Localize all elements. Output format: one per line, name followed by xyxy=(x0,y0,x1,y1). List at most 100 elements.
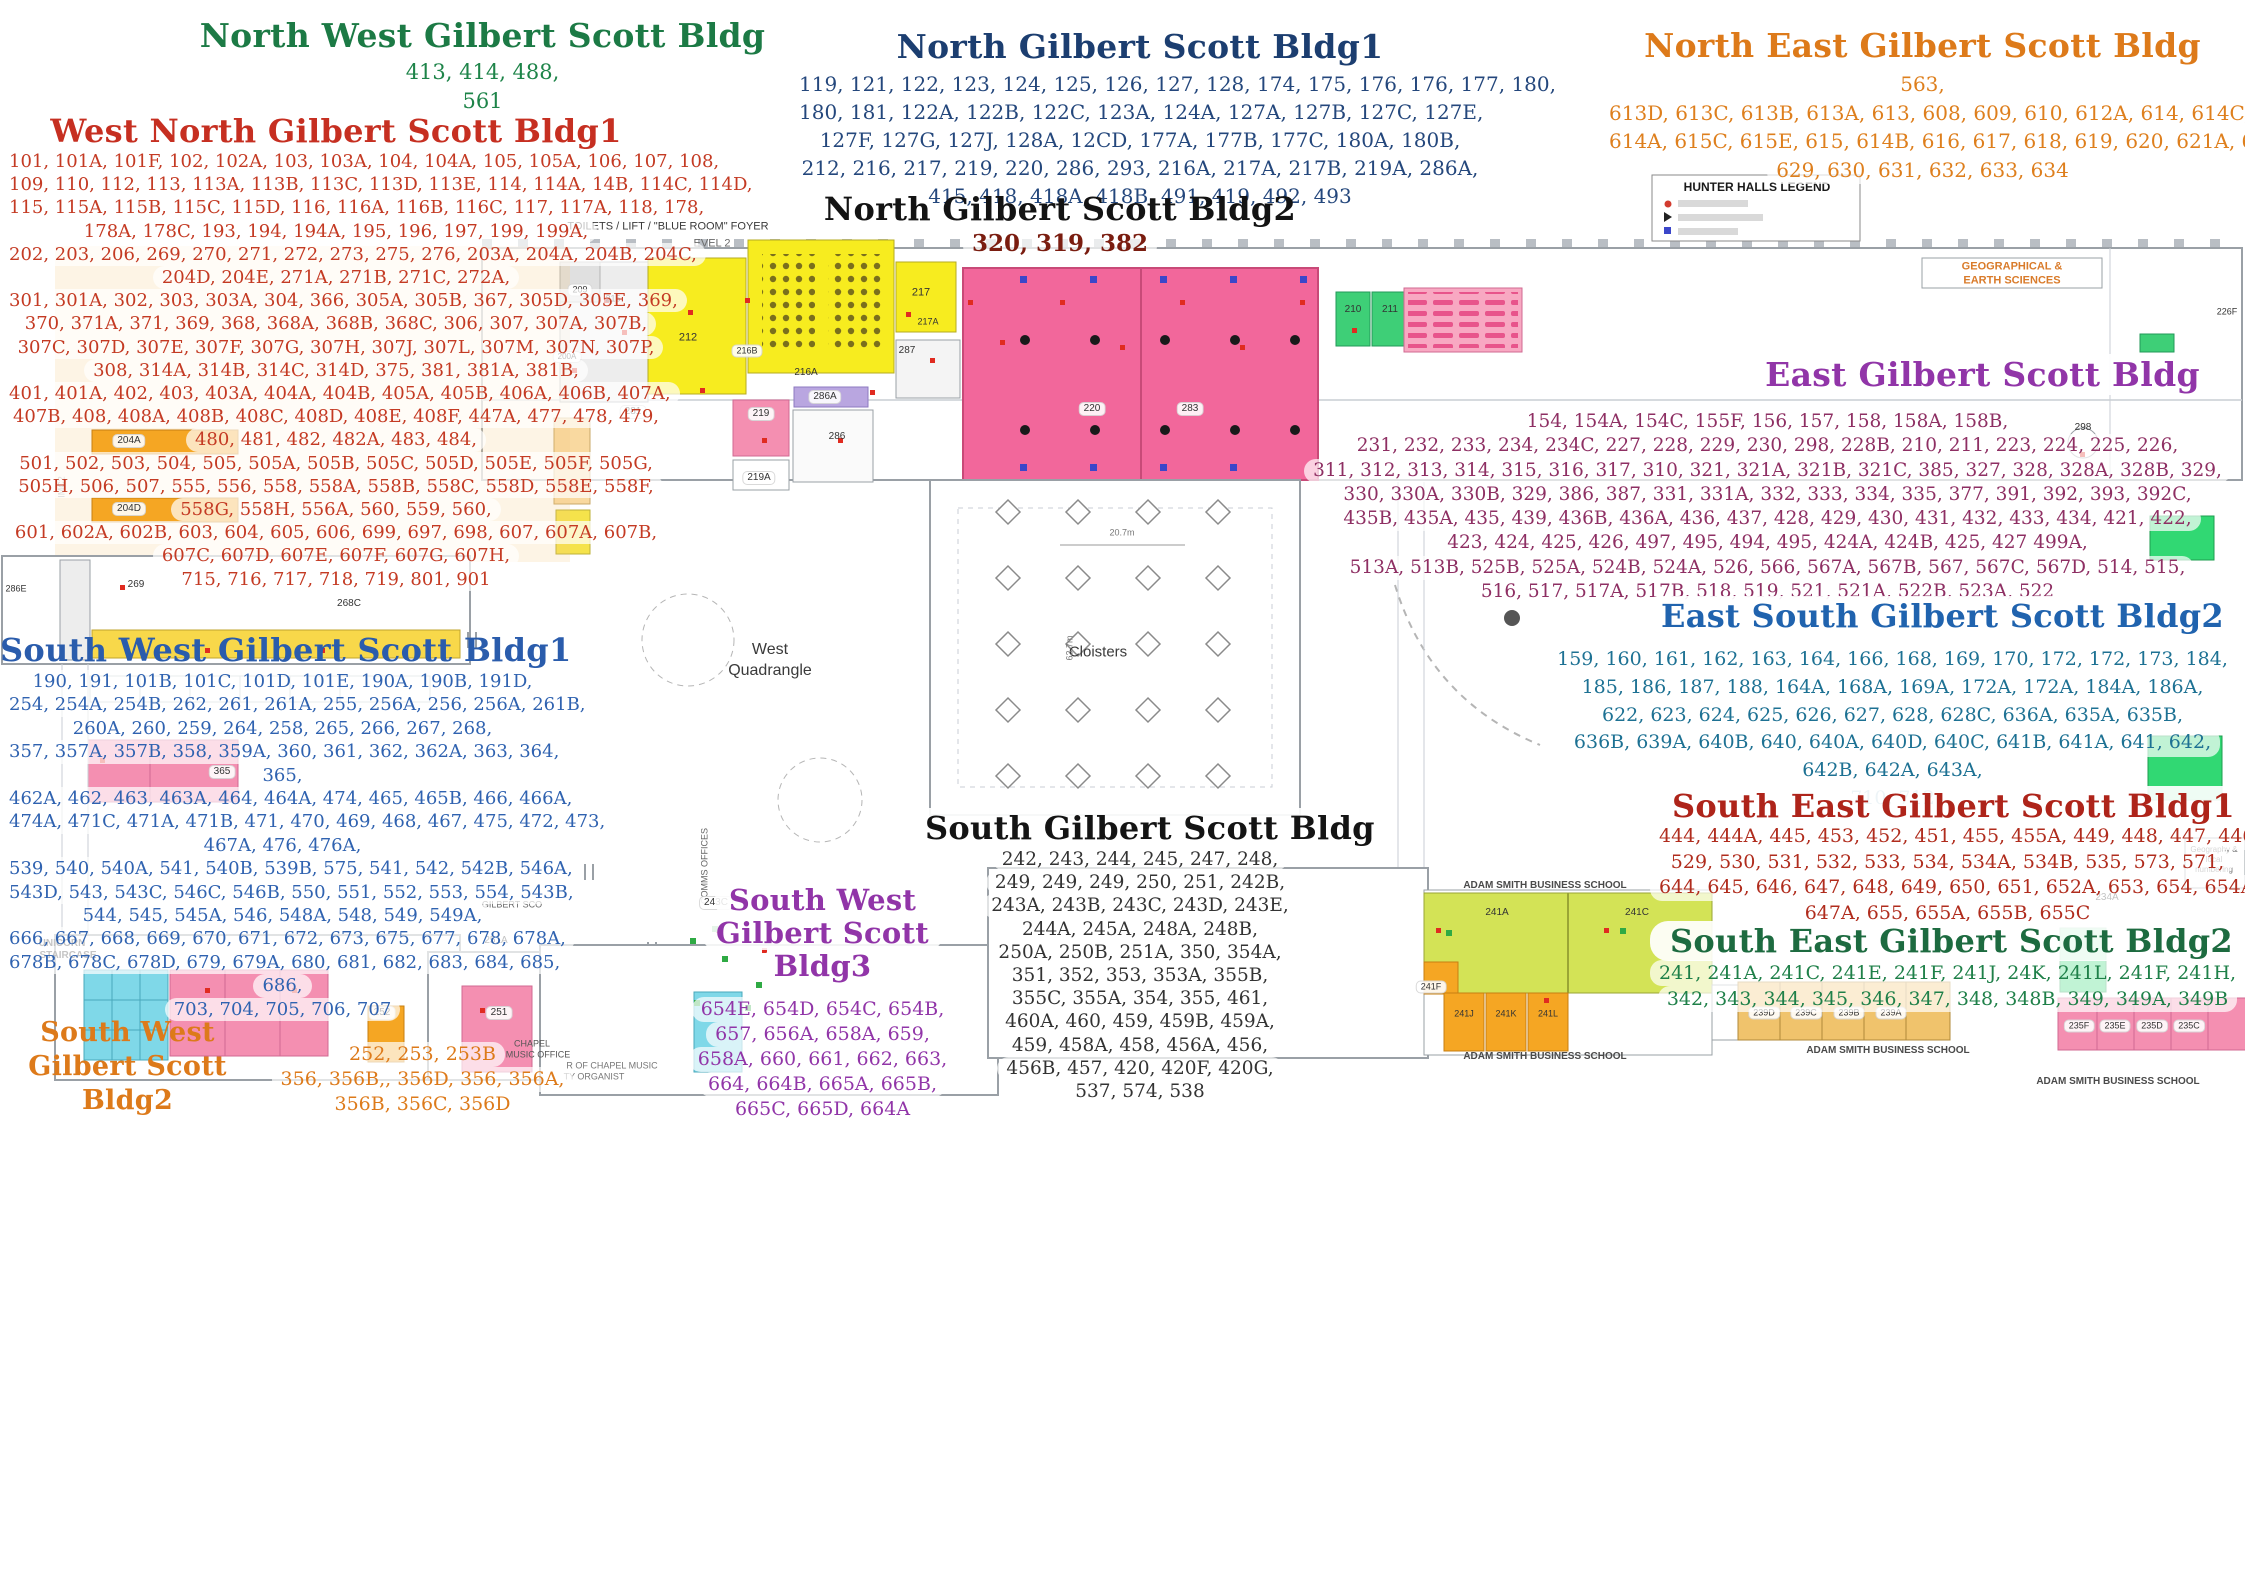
text-line: 467A, 476, 476A, xyxy=(194,833,371,858)
text-line: 715, 716, 717, 718, 719, 801, 901 xyxy=(172,567,500,591)
west-quadrangle-label: Quadrangle xyxy=(728,662,812,679)
text-line: 657, 656A, 658A, 659, xyxy=(706,1022,939,1047)
rooms-north-west-gilbert-scott-bldg: 413, 414, 488,561 xyxy=(130,58,835,116)
text-line: 664, 664B, 665A, 665B, xyxy=(699,1072,946,1097)
text-line: 629, 630, 631, 632, 633, 634 xyxy=(1767,155,2078,184)
text-line: Gilbert Scott xyxy=(28,1051,227,1082)
quadrangles xyxy=(467,482,1541,958)
room-label: 211 xyxy=(1382,304,1398,315)
text-line: 241, 241A, 241C, 241E, 241F, 241J, 24K, … xyxy=(1650,960,2245,986)
text-line: 601, 602A, 602B, 603, 604, 605, 606, 699… xyxy=(5,521,667,545)
cloisters xyxy=(929,479,1301,816)
text-line: 250A, 250B, 251A, 350, 354A, xyxy=(989,940,1291,965)
rooms-south-west-gilbert-scott-bldg3: 654E, 654D, 654C, 654B,657, 656A, 658A, … xyxy=(660,997,985,1122)
chapel-label: MUSIC OFFICE xyxy=(505,1049,571,1060)
text-line: 474A, 471C, 471A, 471B, 471, 470, 469, 4… xyxy=(0,810,615,834)
room-label: 286A xyxy=(808,390,842,404)
text-line: 242, 243, 244, 245, 247, 248, xyxy=(992,848,1288,872)
room-label: 220 xyxy=(1078,402,1106,416)
room-label: 235D xyxy=(2136,1019,2168,1033)
heading-south-gilbert-scott-bldg: South Gilbert Scott Bldg xyxy=(905,808,1395,848)
text-line: 127F, 127G, 127J, 128A, 12CD, 177A, 177B… xyxy=(810,126,1470,154)
room-label: 241F xyxy=(1415,980,1447,994)
heading-north-east-gilbert-scott-bldg: North East Gilbert Scott Bldg xyxy=(1600,26,2245,65)
text-line: 307C, 307D, 307E, 307F, 307G, 307H, 307J… xyxy=(8,335,664,359)
text-line: 320, 319, 382 xyxy=(962,230,1158,258)
text-line: Bldg2 xyxy=(81,1085,174,1116)
adam-smith-label: ADAM SMITH BUSINESS SCHOOL xyxy=(1806,1045,1970,1056)
chapel-label: CHAPEL xyxy=(513,1038,551,1049)
room-label: 286E xyxy=(5,583,27,594)
text-line: 658A, 660, 661, 662, 663, xyxy=(688,1047,957,1072)
text-line: 356, 356B,, 356D, 356, 356A, xyxy=(271,1067,574,1092)
heading-south-east-gilbert-scott-bldg2: South East Gilbert Scott Bldg2 xyxy=(1650,921,2245,961)
text-line: 666, 667, 668, 669, 670, 671, 672, 673, … xyxy=(0,927,575,951)
adam-smith-label: ADAM SMITH BUSINESS SCHOOL xyxy=(2036,1076,2200,1087)
room-label: 241K xyxy=(1495,1008,1517,1019)
text-line: 243A, 243B, 243C, 243D, 243E, xyxy=(982,894,1298,918)
text-line: 357, 357A, 357B, 358, 359A, 360, 361, 36… xyxy=(0,740,569,764)
room-label: 269 xyxy=(127,579,145,590)
room-label: 216A xyxy=(794,367,818,378)
text-line: 607C, 607D, 607E, 607F, 607G, 607H, xyxy=(152,544,520,568)
text-line: 212, 216, 217, 219, 220, 286, 293, 216A,… xyxy=(792,154,1488,182)
rooms-west-north-gilbert-scott-bldg1: 101, 101A, 101F, 102, 102A, 103, 103A, 1… xyxy=(0,150,762,591)
text-line: 119, 121, 122, 123, 124, 125, 126, 127, … xyxy=(790,70,1565,98)
heading-east-gilbert-scott-bldg: East Gilbert Scott Bldg xyxy=(1720,354,2245,395)
heading-south-west-gilbert-scott-bldg1: South West Gilbert Scott Bldg1 xyxy=(0,631,571,669)
room-label: 217 xyxy=(911,286,931,299)
text-line: 444, 444A, 445, 453, 452, 451, 455, 455A… xyxy=(1650,824,2245,850)
room-label: 210 xyxy=(1344,304,1362,315)
text-line: 178A, 178C, 193, 194, 194A, 195, 196, 19… xyxy=(74,219,598,243)
text-line: 636B, 639A, 640B, 640, 640A, 640D, 640C,… xyxy=(1564,729,2221,758)
text-line: 204D, 204E, 271A, 271B, 271C, 272A, xyxy=(152,266,520,290)
heading-text: South West Gilbert Scott Bldg1 xyxy=(0,631,572,669)
heading-text: North West Gilbert Scott Bldg xyxy=(199,16,766,55)
room-label: 235F xyxy=(2063,1019,2095,1033)
text-line: 529, 530, 531, 532, 533, 534, 534A, 534B… xyxy=(1661,849,2234,875)
west-quadrangle-label: West xyxy=(751,641,789,658)
heading-north-west-gilbert-scott-bldg: North West Gilbert Scott Bldg xyxy=(130,16,835,55)
heading-north-gilbert-scott-bldg1: North Gilbert Scott Bldg1 xyxy=(790,27,1490,66)
room-label: 268C xyxy=(337,598,361,609)
text-line: 703, 704, 705, 706, 707 xyxy=(164,997,401,1022)
text-line: 614A, 615C, 615E, 615, 614B, 616, 617, 6… xyxy=(1600,127,2245,156)
text-line: 202, 203, 206, 269, 270, 271, 272, 273, … xyxy=(0,242,706,267)
heading-north-gilbert-scott-bldg2: North Gilbert Scott Bldg2 xyxy=(760,190,1360,228)
text-line: 543D, 543, 543C, 546C, 546B, 550, 551, 5… xyxy=(0,880,583,905)
text-line: 686, xyxy=(253,974,312,998)
room-label: 298 xyxy=(2074,422,2092,433)
room-label: 204A xyxy=(112,434,146,448)
adam-smith-label: ADAM SMITH BUSINESS SCHOOL xyxy=(1463,880,1627,891)
heading-text: South East Gilbert Scott Bldg2 xyxy=(1650,921,2245,961)
foyer-label: TOILETS / LIFT / "BLUE ROOM" FOYER xyxy=(567,220,769,233)
room-label: 283 xyxy=(1176,402,1204,416)
text-line: 678B, 678C, 678D, 679, 679A, 680, 681, 6… xyxy=(0,950,570,975)
rooms-north-east-gilbert-scott-bldg: 563,613D, 613C, 613B, 613A, 613, 608, 60… xyxy=(1600,70,2245,184)
text-line: 355C, 355A, 354, 355, 461, xyxy=(1002,987,1278,1011)
text-line: 252, 253, 253B xyxy=(340,1042,505,1067)
text-line: 101, 101A, 101F, 102, 102A, 103, 103A, 1… xyxy=(0,150,729,174)
text-line: 301, 301A, 302, 303, 303A, 304, 366, 305… xyxy=(0,289,687,313)
rooms-south-west-gilbert-scott-bldg1: 190, 191, 101B, 101C, 101D, 101E, 190A, … xyxy=(0,670,615,1022)
room-label: 212 xyxy=(678,331,698,344)
rooms-south-east-gilbert-scott-bldg2: 241, 241A, 241C, 241E, 241F, 241J, 24K, … xyxy=(1650,960,2245,1012)
text-line: 254, 254A, 254B, 262, 261, 261A, 255, 25… xyxy=(0,693,595,717)
text-line: 330, 330A, 330B, 329, 386, 387, 331, 331… xyxy=(1334,482,2201,508)
heading-text: East Gilbert Scott Bldg xyxy=(1745,354,2220,395)
heading-east-south-gilbert-scott-bldg2: East South Gilbert Scott Bldg2 xyxy=(1640,596,2245,636)
text-line: 185, 186, 187, 188, 164A, 168A, 169A, 17… xyxy=(1572,673,2213,702)
heading-west-north-gilbert-scott-bldg1: West North Gilbert Scott Bldg1 xyxy=(0,112,672,150)
text-line: 642B, 642A, 643A, xyxy=(1793,757,1992,785)
rooms-north-gilbert-scott-bldg2: 320, 319, 382 xyxy=(760,230,1360,258)
legend-box xyxy=(1651,174,1861,242)
text-line: 190, 191, 101B, 101C, 101D, 101E, 190A, … xyxy=(23,670,542,694)
chapel-label: R OF CHAPEL MUSIC xyxy=(566,1060,658,1071)
text-line: 459, 458A, 458, 456A, 456, xyxy=(1002,1033,1278,1057)
text-line: 115, 115A, 115B, 115C, 115D, 116, 116A, … xyxy=(0,196,714,220)
text-line: 460A, 460, 459, 459B, 459A, xyxy=(996,1010,1284,1034)
room-label: 219A xyxy=(742,471,776,485)
room-label: 219 xyxy=(747,407,775,421)
text-line: 480, 481, 482, 482A, 483, 484, xyxy=(185,428,487,452)
